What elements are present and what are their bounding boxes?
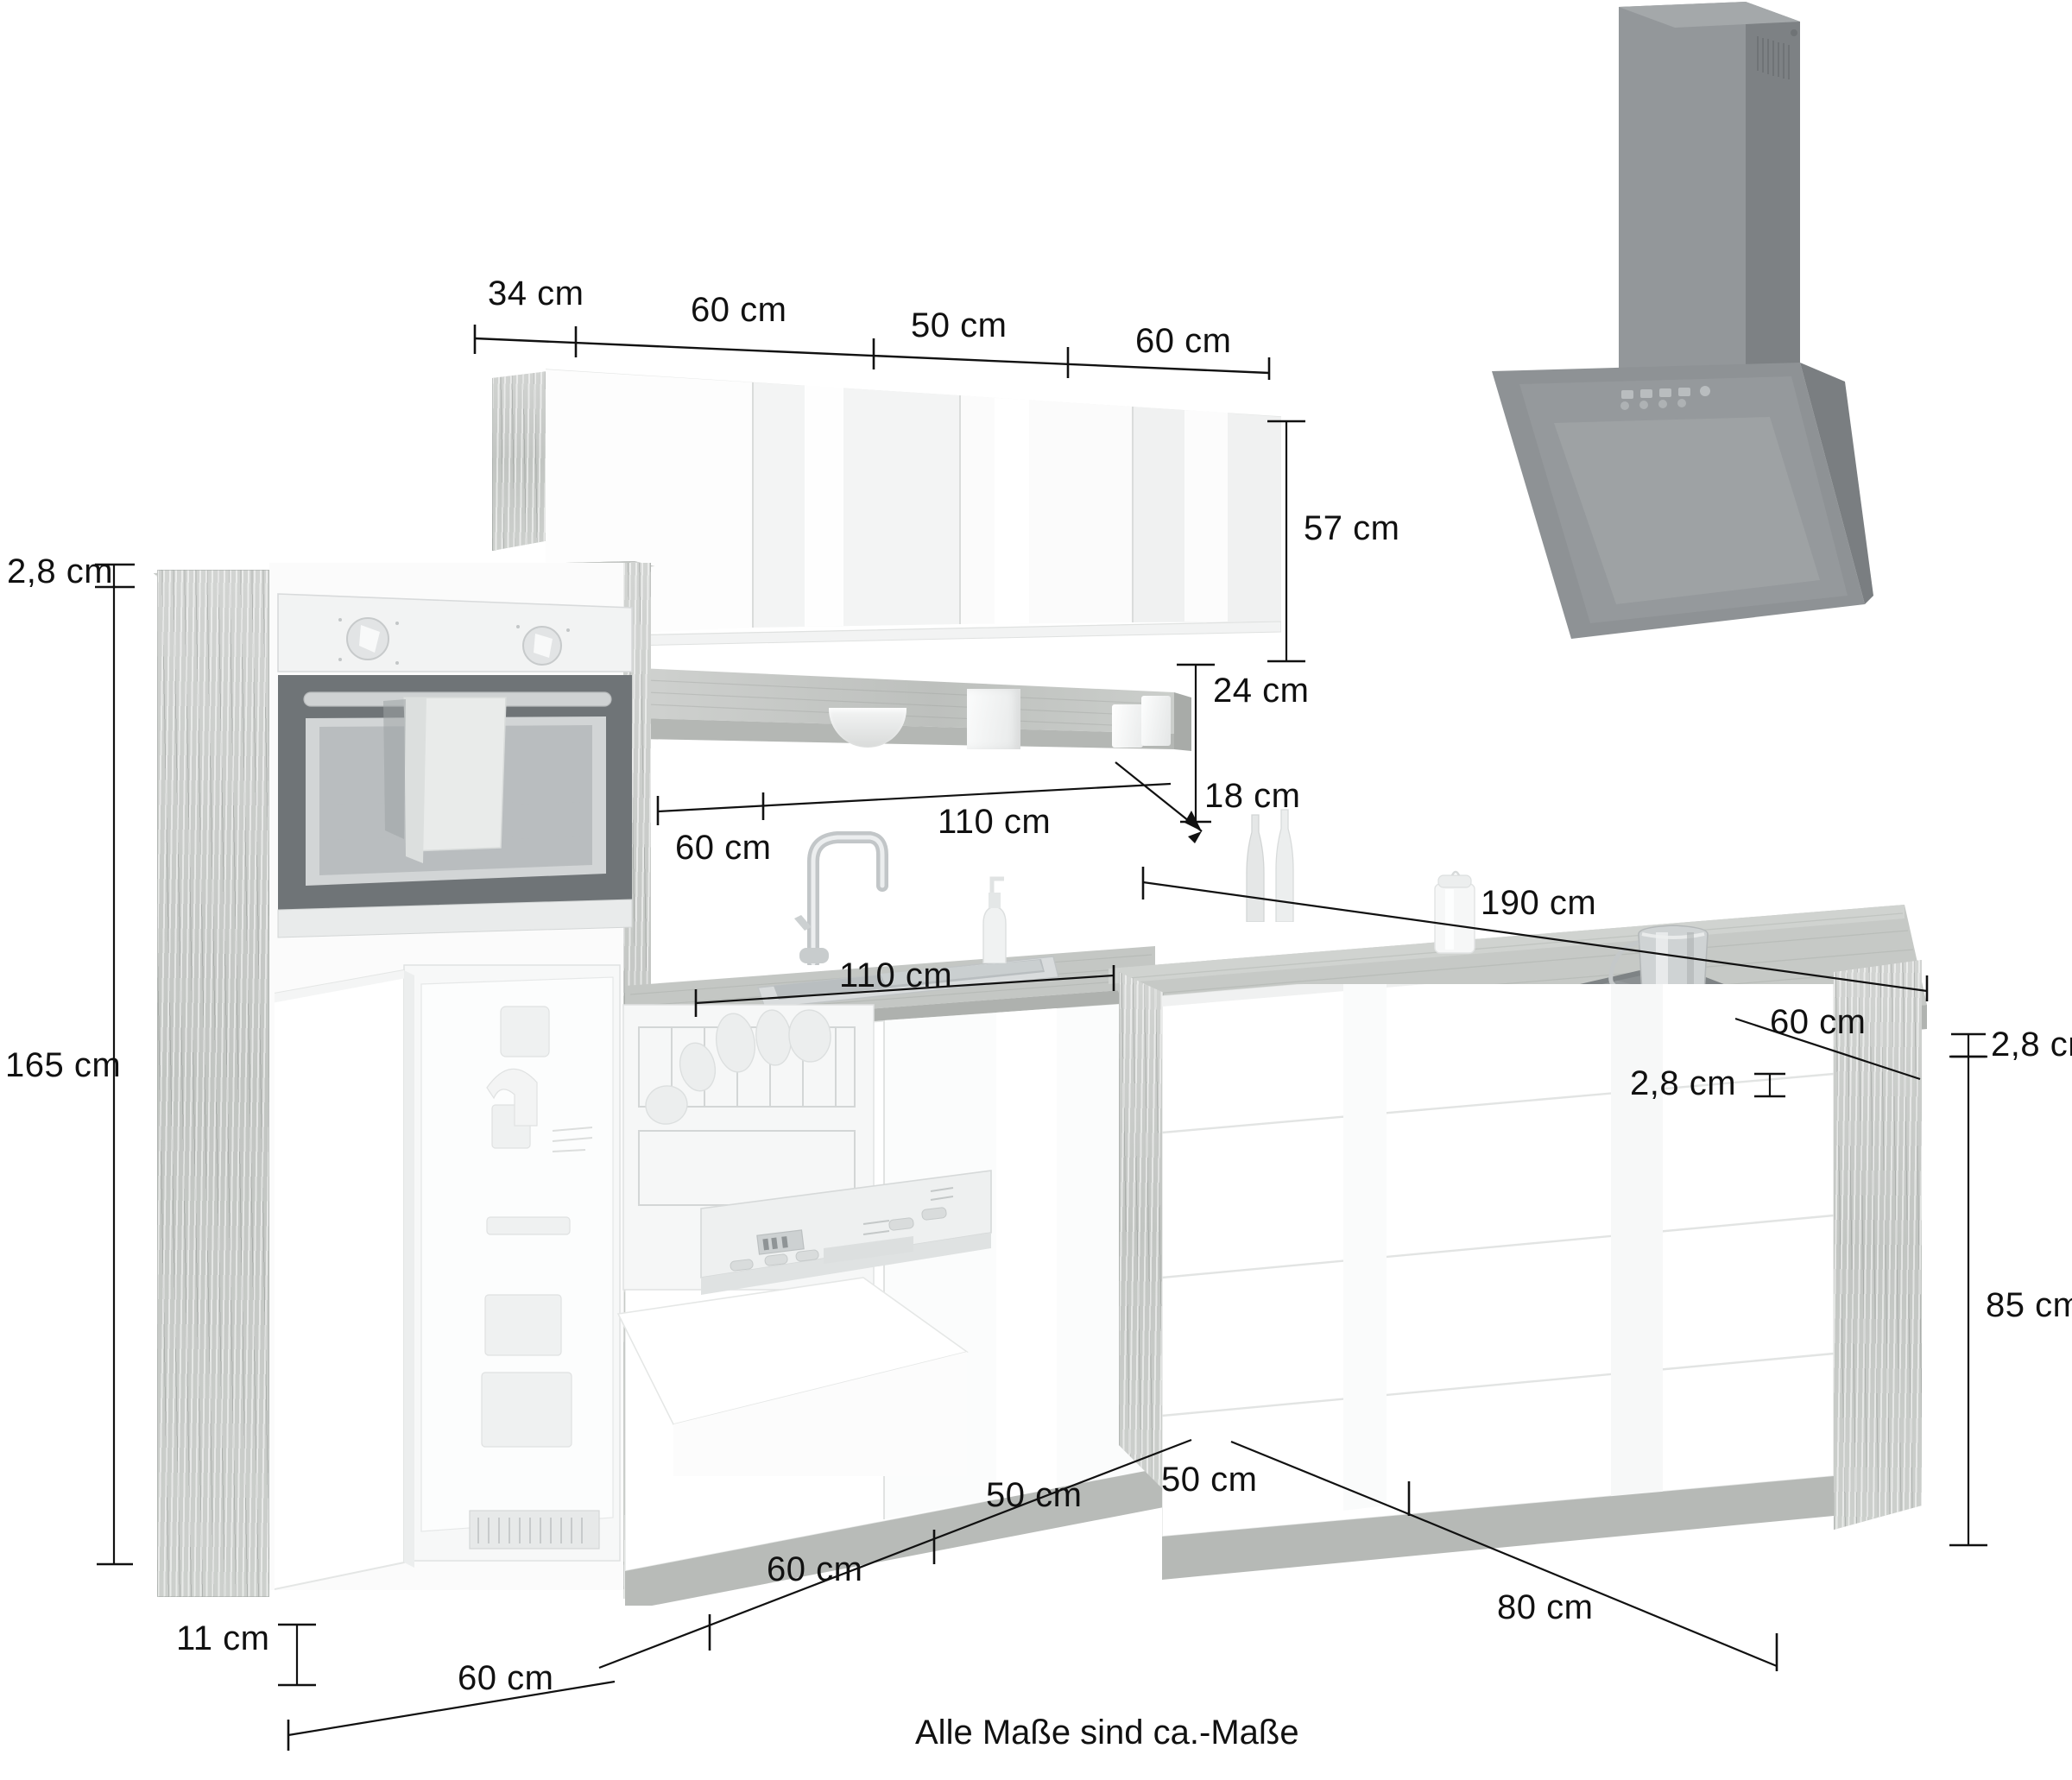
cup-1	[1112, 704, 1143, 748]
built-in-oven[interactable]	[275, 589, 637, 951]
dim-counter-28-line	[1754, 1072, 1785, 1098]
dim-mid-110-shelf: 110 cm	[938, 803, 1052, 841]
dim-left-11-line	[278, 1623, 316, 1687]
mill-2	[1269, 808, 1298, 923]
dim-left-28: 2,8 cm	[7, 552, 114, 590]
diagram-caption: Alle Maße sind ca.-Maße	[915, 1714, 1299, 1752]
wall-shelf	[639, 665, 1191, 777]
soap-dispenser	[971, 870, 1018, 964]
dishwasher[interactable]	[604, 993, 1019, 1476]
tall-cabinet-side	[157, 570, 269, 1597]
dim-bottom-left-line	[287, 1680, 616, 1751]
canister-right	[1426, 863, 1483, 956]
wall-cabinet-item-2[interactable]	[753, 382, 960, 628]
dim-left-165: 165 cm	[5, 1046, 122, 1084]
top-dimension-line	[473, 325, 1271, 380]
dim-bot-50: 50 cm	[986, 1476, 1083, 1514]
dim-right-28-thick: 2,8 cm	[1991, 1026, 2072, 1064]
dim-18-leader	[1115, 761, 1203, 843]
dim-mid-110-sink: 110 cm	[839, 956, 953, 994]
dim-wall-18: 18 cm	[1204, 777, 1301, 815]
dim-top-34: 34 cm	[488, 275, 584, 312]
dim-top-60b: 60 cm	[1135, 322, 1232, 360]
corner-side-panel	[1119, 972, 1164, 1490]
dim-bottom-80-line	[1230, 1440, 1778, 1671]
faucet	[787, 810, 891, 969]
range-hood	[1468, 0, 2072, 656]
dim-bot-60-left: 60 cm	[458, 1659, 554, 1697]
dim-110-shelf-line	[656, 782, 1172, 825]
wall-cabinet-side-panel	[492, 371, 549, 551]
wall-cabinet-item-3[interactable]	[960, 395, 1133, 639]
dim-left-11: 11 cm	[176, 1619, 270, 1657]
dim-85-line	[1949, 1055, 1987, 1547]
dim-mid-190: 190 cm	[1481, 884, 1597, 922]
dim-top-50: 50 cm	[911, 306, 1008, 344]
dim-counter-28-thick: 2,8 cm	[1630, 1064, 1737, 1102]
mill-1	[1240, 813, 1269, 923]
dim-bottom-chain-line	[598, 1438, 1192, 1670]
dim-right-85: 85 cm	[1986, 1286, 2072, 1324]
dim-counter-60-line	[1735, 1017, 1921, 1081]
dim-bot-60: 60 cm	[767, 1550, 863, 1588]
dim-wall-57: 57 cm	[1304, 509, 1400, 547]
dim-110-sink-line	[694, 965, 1115, 1017]
built-in-fridge[interactable]	[153, 958, 637, 1616]
dim-190-line	[1141, 867, 1929, 1001]
dim-left-165-line	[97, 585, 133, 1566]
dim-57-line	[1267, 420, 1305, 663]
dim-mid-60: 60 cm	[675, 829, 772, 867]
dim-bot-80: 80 cm	[1497, 1588, 1594, 1626]
cup-2	[1141, 696, 1171, 746]
dim-wall-24: 24 cm	[1213, 672, 1310, 710]
dim-top-60: 60 cm	[691, 291, 787, 329]
canister	[967, 689, 1020, 749]
dim-bot-50b: 50 cm	[1161, 1461, 1258, 1499]
sink	[751, 948, 1062, 1022]
